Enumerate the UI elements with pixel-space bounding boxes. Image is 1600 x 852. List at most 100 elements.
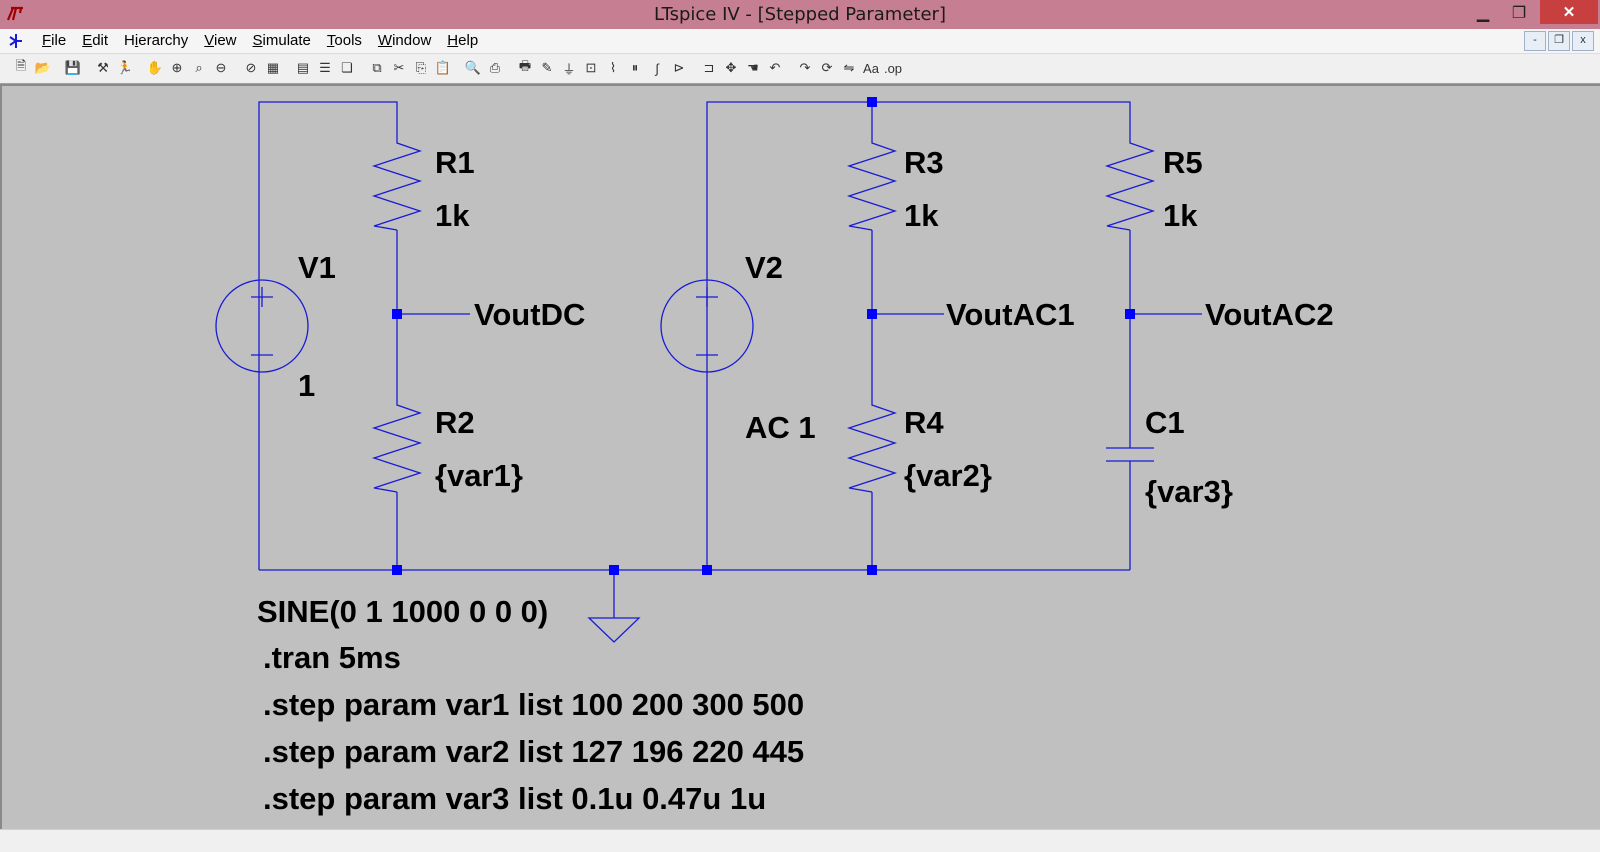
redo-icon[interactable]: ↷	[799, 60, 811, 75]
window-title: LTspice IV - [Stepped Parameter]	[654, 4, 946, 25]
junction-dot	[867, 565, 877, 575]
spice-directive-step-var2[interactable]: .step param var2 list 127 196 220 445	[263, 734, 804, 769]
zoom-out-icon[interactable]: ⊖	[215, 60, 227, 75]
r3-value: 1k	[904, 198, 939, 233]
ground-symbol[interactable]	[587, 617, 641, 643]
zoom-fit-icon[interactable]: ⌕	[195, 60, 203, 75]
ground-icon[interactable]: ⏚	[562, 61, 576, 77]
voltage-source-v1[interactable]	[215, 279, 309, 373]
mdi-minimize-button[interactable]: -	[1524, 31, 1546, 51]
menu-help[interactable]: Help	[447, 32, 479, 49]
find-icon[interactable]: 🔍	[464, 60, 482, 75]
schematic-drawing[interactable]: R1 1k R2 {var1} V1 1 VoutDC V2 AC 1 R3 1…	[2, 86, 1598, 829]
junction-dot	[867, 309, 877, 319]
resistor-r4[interactable]	[846, 397, 898, 493]
r4-value: {var2}	[904, 458, 992, 493]
inductor-icon[interactable]: ∫	[655, 60, 659, 76]
r2-name: R2	[435, 405, 475, 440]
r1-value: 1k	[435, 198, 470, 233]
title-bar: LTspice IV - [Stepped Parameter] ▁ ❐ ✕	[0, 0, 1600, 29]
zoom-cancel-icon[interactable]: ⊘	[245, 60, 257, 75]
net-label-voutac2[interactable]: VoutAC2	[1205, 297, 1334, 332]
drag-icon[interactable]: ☚	[747, 60, 759, 75]
menu-hierarchy[interactable]: Hierarchy	[124, 32, 189, 49]
resistor-r1[interactable]	[371, 135, 423, 231]
r1-name: R1	[435, 145, 475, 180]
menu-edit[interactable]: Edit	[82, 32, 109, 49]
menu-view[interactable]: View	[204, 32, 237, 49]
junction-dot	[609, 565, 619, 575]
waveform-icon[interactable]: ▦	[266, 60, 280, 75]
minimize-button[interactable]: ▁	[1476, 5, 1490, 22]
voltage-source-v2[interactable]	[660, 279, 754, 373]
move-icon[interactable]: ✥	[725, 60, 737, 75]
resistor-r5[interactable]	[1104, 135, 1156, 231]
resistor-r2[interactable]	[371, 397, 423, 493]
save-icon[interactable]: 💾	[64, 60, 82, 75]
cascade-icon[interactable]: ❏	[341, 60, 353, 75]
r2-value: {var1}	[435, 458, 523, 493]
ltspice-app-icon[interactable]	[6, 5, 26, 23]
r4-name: R4	[904, 405, 944, 440]
v2-name: V2	[745, 250, 783, 285]
run-icon[interactable]: 🏃	[116, 60, 134, 75]
rotate-icon[interactable]: ⟳	[821, 60, 833, 75]
tile-horizontal-icon[interactable]: ☰	[319, 60, 331, 75]
menu-file[interactable]: File	[42, 32, 67, 49]
new-schematic-icon[interactable]: 🗎	[15, 58, 27, 73]
toolbar: 🗎 📂 💾 ⚒ 🏃 ✋ ⊕ ⌕ ⊖ ⊘ ▦ ▤ ☰ ❏ ⧉ ✂ ⎘ 📋 🔍 ⎙ 🖶 ✎ ⏚ ⊡ ⌇ ⏸ ∫ ⊳ ⊐ ✥ ☚ ↶ ↷ ⟳ ⇋ Aa.op	[0, 54, 1600, 84]
mdi-controls: - ❐ x	[1524, 31, 1594, 51]
waveform-grid-icon[interactable]: ▤	[296, 60, 310, 75]
capacitor-c1[interactable]	[1106, 447, 1154, 462]
resistor-r3[interactable]	[846, 135, 898, 231]
print-preview-icon[interactable]: ⎙	[489, 60, 501, 75]
r3-name: R3	[904, 145, 944, 180]
net-label-voutac1[interactable]: VoutAC1	[946, 297, 1075, 332]
menu-items: File Edit Hierarchy View Simulate Tools Window…	[34, 32, 486, 49]
junction-dot	[867, 97, 877, 107]
undo-icon[interactable]: ↶	[769, 60, 781, 75]
r5-name: R5	[1163, 145, 1203, 180]
mirror-icon[interactable]: ⇋	[843, 60, 855, 75]
close-button[interactable]: ✕	[1540, 0, 1598, 24]
control-panel-icon[interactable]: ⚒	[97, 60, 109, 75]
junctions	[392, 97, 1135, 575]
menu-window[interactable]: Window	[377, 32, 432, 49]
spice-directive-tran[interactable]: .tran 5ms	[263, 640, 401, 675]
wire-right-top[interactable]	[706, 101, 1131, 365]
net-label-voutdc[interactable]: VoutDC	[474, 297, 585, 332]
print-icon[interactable]: 🖶	[518, 58, 532, 73]
zoom-in-icon[interactable]: ⊕	[171, 60, 183, 75]
v1-name: V1	[298, 250, 336, 285]
junction-dot	[392, 565, 402, 575]
spice-directive-icon[interactable]: .op	[883, 60, 903, 76]
diode-icon[interactable]: ⊳	[673, 60, 685, 75]
spice-directive-step-var3[interactable]: .step param var3 list 0.1u 0.47u 1u	[263, 781, 766, 816]
wire-left-top[interactable]	[258, 101, 398, 365]
menu-tools[interactable]: Tools	[326, 32, 362, 49]
maximize-button[interactable]: ❐	[1511, 5, 1527, 22]
component-icon[interactable]: ⊐	[703, 60, 715, 75]
close-windows-icon[interactable]: ⧉	[372, 60, 382, 75]
schematic-canvas[interactable]: R1 1k R2 {var1} V1 1 VoutDC V2 AC 1 R3 1…	[0, 84, 1600, 829]
resistor-icon[interactable]: ⌇	[609, 60, 617, 75]
paste-icon[interactable]: 📋	[434, 60, 452, 75]
text-icon[interactable]: Aa	[863, 60, 879, 76]
menu-simulate[interactable]: Simulate	[252, 32, 311, 49]
halt-icon[interactable]: ✋	[146, 60, 164, 75]
c1-name: C1	[1145, 405, 1185, 440]
mdi-restore-button[interactable]: ❐	[1548, 31, 1570, 51]
schematic-doc-icon[interactable]	[6, 31, 26, 51]
r5-value: 1k	[1163, 198, 1198, 233]
cut-icon[interactable]: ✂	[393, 60, 405, 75]
v2-source-spec[interactable]: SINE(0 1 1000 0 0 0)	[257, 594, 548, 629]
label-net-icon[interactable]: ⊡	[585, 60, 597, 75]
menu-bar: File Edit Hierarchy View Simulate Tools Window…	[0, 29, 1600, 54]
status-bar	[0, 829, 1600, 852]
draw-wire-icon[interactable]: ✎	[541, 60, 553, 75]
mdi-close-button[interactable]: x	[1572, 31, 1594, 51]
copy-icon[interactable]: ⎘	[415, 60, 427, 75]
spice-directive-step-var1[interactable]: .step param var1 list 100 200 300 500	[263, 687, 804, 722]
open-icon[interactable]: 📂	[34, 60, 52, 75]
capacitor-icon[interactable]: ⏸	[631, 60, 639, 75]
